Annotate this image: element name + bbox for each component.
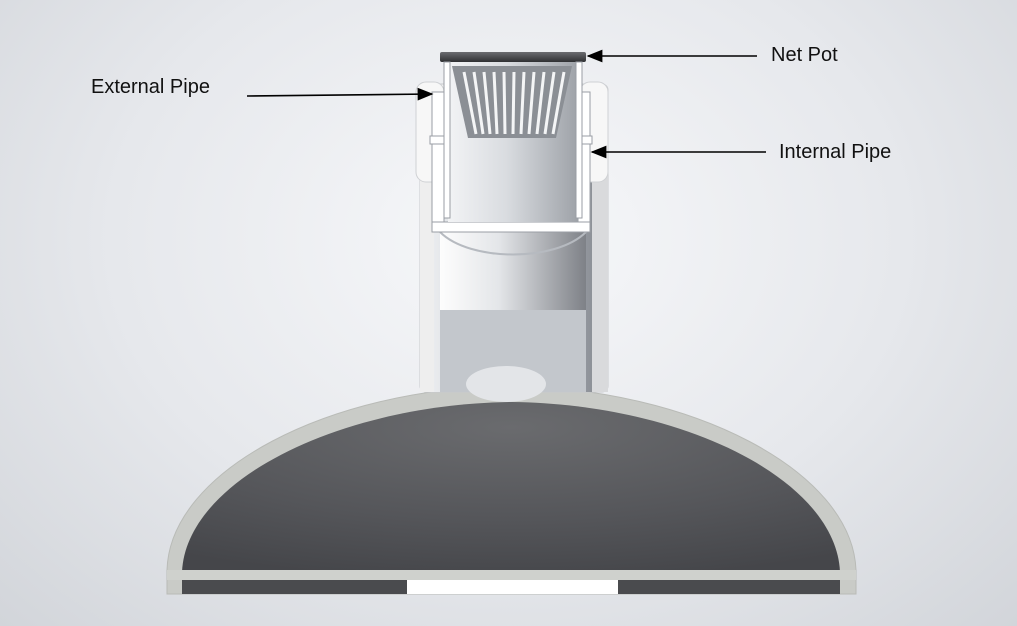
external-pipe-arrow <box>246 87 434 101</box>
net-pot <box>440 52 586 222</box>
internal-pipe-label: Internal Pipe <box>779 141 892 163</box>
net-pot-slots <box>462 71 566 135</box>
dome-reservoir <box>166 385 857 595</box>
net-pot-label: Net Pot <box>771 44 838 66</box>
external-pipe-label: External Pipe <box>91 76 210 98</box>
